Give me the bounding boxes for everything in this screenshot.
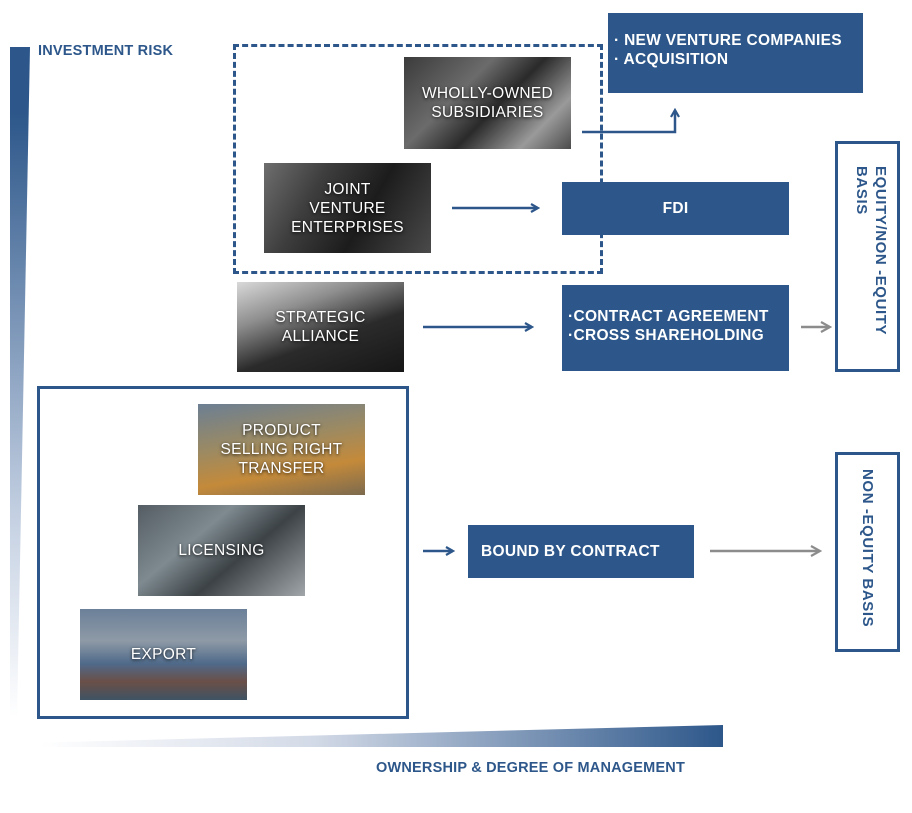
wholly-owned-subsidiaries-label: WHOLLY-OWNED SUBSIDIARIES	[421, 85, 554, 121]
cross-shareholding-line: ·CROSS SHAREHOLDING	[568, 327, 765, 344]
fdi-label: FDI	[662, 199, 689, 217]
joint-venture-card: JOINT VENTURE ENTERPRISES	[264, 163, 431, 253]
licensing-label: LICENSING	[178, 542, 265, 559]
new-venture-line: · NEW VENTURE COMPANIES	[614, 32, 842, 49]
investment-risk-label: INVESTMENT RISK	[38, 43, 174, 59]
contract-agreement-box: ·CONTRACT AGREEMENT ·CROSS SHAREHOLDING	[562, 285, 789, 371]
equity-basis-box: EQUITY/NON -EQUITY BASIS	[835, 141, 900, 372]
contract-agreement-line: ·CONTRACT AGREEMENT	[568, 308, 769, 325]
acquisition-line: · ACQUISITION	[614, 51, 729, 68]
product-selling-right-card: PRODUCT SELLING RIGHT TRANSFER	[198, 404, 365, 495]
product-selling-right-label: PRODUCT SELLING RIGHT TRANSFER	[220, 422, 343, 477]
wholly-owned-subsidiaries-card: WHOLLY-OWNED SUBSIDIARIES	[404, 57, 571, 149]
bound-by-contract-box: BOUND BY CONTRACT	[468, 525, 694, 578]
ownership-label: OWNERSHIP & DEGREE OF MANAGEMENT	[376, 760, 686, 776]
joint-venture-label: JOINT VENTURE ENTERPRISES	[291, 180, 404, 236]
new-venture-box: · NEW VENTURE COMPANIES · ACQUISITION	[608, 13, 863, 93]
non-equity-basis-label: NON -EQUITY BASIS	[859, 469, 876, 628]
export-label: EXPORT	[130, 646, 197, 663]
contract-group-frame	[37, 386, 409, 719]
equity-basis-label: EQUITY/NON -EQUITY BASIS	[853, 166, 889, 335]
licensing-card: LICENSING	[138, 505, 305, 596]
strategic-alliance-label: STRATEGIC ALLIANCE	[275, 309, 366, 345]
arrow-subsidiaries-to-new-venture	[582, 110, 675, 134]
fdi-box: FDI	[562, 182, 789, 235]
strategic-alliance-card: STRATEGIC ALLIANCE	[237, 282, 404, 372]
export-card: EXPORT	[80, 609, 247, 700]
bound-by-contract-label: BOUND BY CONTRACT	[481, 542, 660, 560]
non-equity-basis-box: NON -EQUITY BASIS	[835, 452, 900, 652]
fdi-group-dashed-frame	[233, 44, 603, 274]
